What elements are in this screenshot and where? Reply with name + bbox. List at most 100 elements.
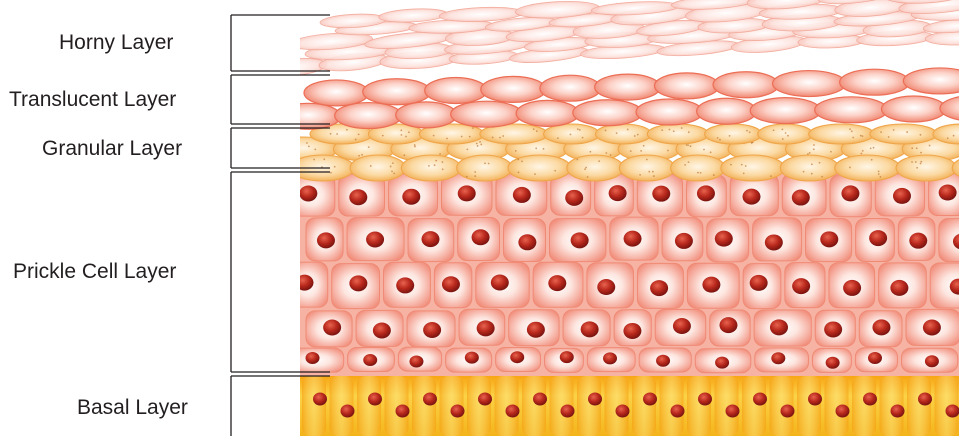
- basal-cell: [632, 376, 656, 436]
- cell-nucleus: [765, 234, 783, 250]
- basal-nucleus: [533, 393, 547, 406]
- cell-nucleus: [472, 229, 490, 245]
- cell-nucleus: [423, 322, 441, 338]
- cell-nucleus: [675, 233, 693, 249]
- basal-nucleus: [561, 405, 575, 418]
- cell-nucleus: [565, 190, 583, 206]
- translucent-cell: [425, 78, 487, 104]
- cell-nucleus: [792, 190, 810, 206]
- cell-nucleus: [792, 278, 810, 294]
- translucent-cell: [276, 103, 341, 129]
- basal-nucleus: [808, 393, 822, 406]
- translucent-cell: [840, 69, 910, 95]
- cell-nucleus: [650, 280, 668, 296]
- cell-nucleus: [421, 231, 439, 247]
- granular-cell: [721, 155, 784, 181]
- cell-nucleus: [743, 189, 761, 205]
- translucent-cell: [815, 97, 888, 123]
- cell-nucleus: [652, 186, 670, 202]
- translucent-cell: [481, 76, 546, 102]
- cell-nucleus: [673, 318, 691, 334]
- basal-cell: [467, 376, 491, 436]
- cell-nucleus: [719, 317, 737, 333]
- cell-nucleus: [770, 319, 788, 335]
- cell-nucleus: [715, 231, 733, 247]
- cell-nucleus: [925, 355, 939, 367]
- translucent-cell: [654, 73, 719, 99]
- basal-cell: [687, 376, 711, 436]
- cell-nucleus: [513, 187, 531, 203]
- cell-nucleus: [306, 352, 320, 364]
- basal-nucleus: [616, 405, 630, 418]
- basal-nucleus: [341, 405, 355, 418]
- basal-nucleus: [506, 405, 520, 418]
- basal-cell: [742, 376, 766, 436]
- cell-nucleus: [518, 234, 536, 250]
- granular-cell: [809, 124, 874, 144]
- cell-nucleus: [868, 352, 882, 364]
- granular-cell: [508, 155, 571, 181]
- translucent-cell: [903, 68, 959, 94]
- cell-nucleus: [527, 322, 545, 338]
- label-translucent-layer: Translucent Layer: [9, 89, 176, 110]
- cell-nucleus: [442, 276, 460, 292]
- cell-nucleus: [826, 357, 840, 369]
- granular-cell: [350, 155, 405, 181]
- cell-nucleus: [299, 185, 317, 201]
- basal-nucleus: [918, 393, 932, 406]
- basal-nucleus: [451, 405, 465, 418]
- granular-cell: [671, 155, 725, 181]
- cell-nucleus: [923, 320, 941, 336]
- cell-nucleus: [872, 319, 890, 335]
- basal-cell: [577, 376, 601, 436]
- cell-nucleus: [597, 279, 615, 295]
- cell-nucleus: [548, 275, 566, 291]
- translucent-cell: [363, 79, 431, 105]
- basal-nucleus: [478, 393, 492, 406]
- granular-layer: [270, 124, 959, 181]
- cell-nucleus: [750, 275, 768, 291]
- basal-layer: [300, 374, 959, 436]
- translucent-cell: [595, 74, 661, 100]
- granular-cell: [544, 124, 600, 144]
- granular-cell: [780, 155, 838, 181]
- label-horny-layer: Horny Layer: [59, 32, 173, 53]
- basal-cell: [797, 376, 821, 436]
- cell-nucleus: [477, 320, 495, 336]
- cell-nucleus: [623, 323, 641, 339]
- cell-nucleus: [909, 233, 927, 249]
- cell-nucleus: [349, 189, 367, 205]
- granular-cell: [870, 124, 937, 144]
- cell-nucleus: [702, 277, 720, 293]
- prickle-cell-layer: [288, 168, 959, 376]
- translucent-cell: [540, 75, 601, 101]
- granular-cell: [896, 155, 956, 181]
- granular-cell: [647, 124, 708, 144]
- basal-nucleus: [836, 405, 850, 418]
- basal-nucleus: [368, 393, 382, 406]
- cell-nucleus: [458, 185, 476, 201]
- cell-nucleus: [373, 322, 391, 338]
- basal-cell: [907, 376, 931, 436]
- cell-nucleus: [609, 185, 627, 201]
- basal-nucleus: [671, 405, 685, 418]
- cell-nucleus: [939, 185, 957, 201]
- translucent-cell: [573, 100, 642, 126]
- translucent-cell: [773, 71, 846, 97]
- cell-nucleus: [363, 354, 377, 366]
- cell-nucleus: [820, 231, 838, 247]
- basal-nucleus: [643, 393, 657, 406]
- translucent-layer: [276, 68, 959, 129]
- granular-cell: [705, 124, 762, 144]
- basal-nucleus: [891, 405, 905, 418]
- translucent-cell: [451, 101, 522, 127]
- cell-nucleus: [323, 319, 341, 335]
- basal-cell: [412, 376, 436, 436]
- cell-nucleus: [349, 275, 367, 291]
- basal-nucleus: [396, 405, 410, 418]
- cell-nucleus: [843, 280, 861, 296]
- label-basal-layer: Basal Layer: [77, 397, 188, 418]
- translucent-cell: [713, 72, 779, 98]
- translucent-cell: [697, 98, 757, 124]
